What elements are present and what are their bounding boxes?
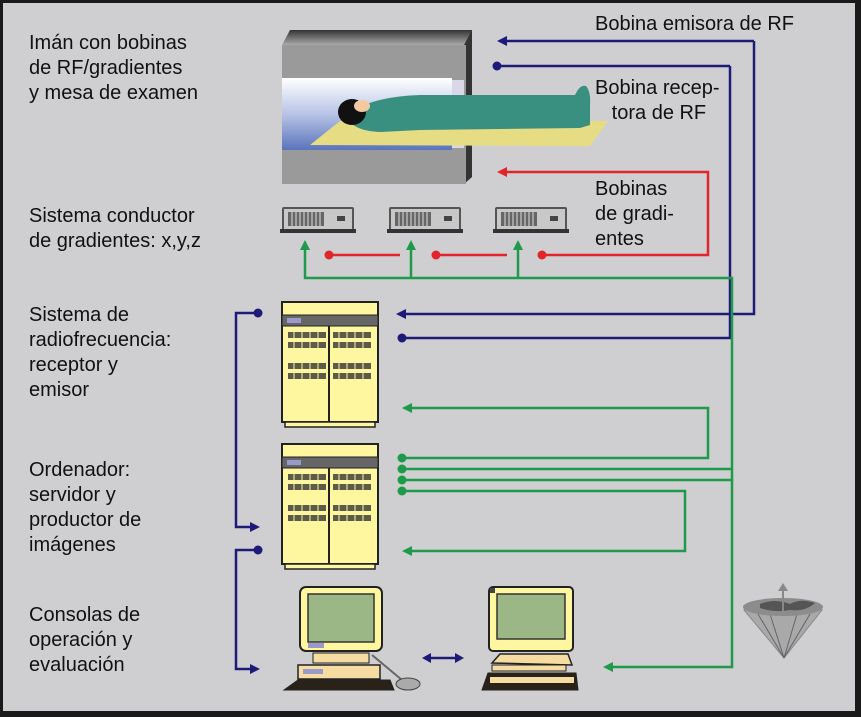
label-rf-receiver-coil: Bobina recep- tora de RF bbox=[595, 77, 720, 124]
label-gradient-system: Sistema conductor de gradientes: x,y,z bbox=[29, 205, 201, 252]
computer-cabinet-icon bbox=[281, 443, 379, 570]
evaluation-console-icon bbox=[481, 586, 579, 691]
gradient-connection-lines bbox=[329, 170, 710, 257]
rf-connection-markers bbox=[250, 36, 507, 674]
label-magnet: Imán con bobinas de RF/gradientes y mesa… bbox=[29, 32, 198, 104]
gradient-amplifier-x-icon bbox=[279, 206, 357, 234]
gradient-connection-markers bbox=[324, 167, 547, 260]
mri-magnet-icon bbox=[282, 30, 608, 184]
operator-console-icon bbox=[282, 586, 421, 691]
gradient-amplifier-y-icon bbox=[386, 206, 464, 234]
precession-cone-globe-icon bbox=[742, 583, 824, 659]
label-consoles: Consolas de operación y evaluación bbox=[29, 604, 141, 676]
data-connection-lines bbox=[303, 247, 734, 669]
rf-connection-lines bbox=[234, 39, 756, 671]
rf-system-cabinet-icon bbox=[281, 301, 379, 428]
label-rf-emitter-coil: Bobina emisora de RF bbox=[595, 13, 794, 35]
gradient-amplifier-z-icon bbox=[492, 206, 570, 234]
label-computer: Ordenador: servidor y productor de imáge… bbox=[29, 459, 142, 556]
label-rf-system: Sistema de radiofrecuencia: receptor y e… bbox=[29, 304, 172, 401]
data-connection-markers bbox=[300, 240, 613, 672]
label-gradient-coils: Bobinas de gradi- entes bbox=[595, 178, 674, 250]
